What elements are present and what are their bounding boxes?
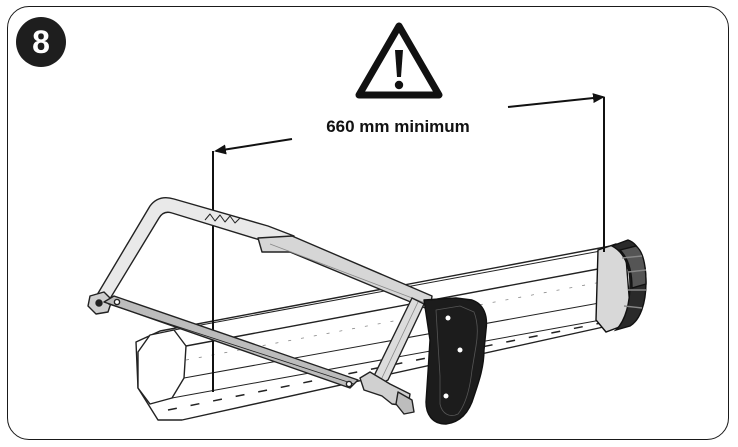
right-dimension-arrow [507,93,605,108]
minimum-length-label: 660 mm minimum [326,117,470,136]
hacksaw-icon [87,197,488,425]
warning-triangle-icon [355,22,443,99]
step-number-badge: 8 [16,17,66,67]
left-dimension-arrow [214,138,293,155]
figure-frame [7,6,729,440]
dimension-arrows [214,93,605,155]
motor-head-icon [595,239,647,333]
reference-lines [212,97,605,392]
roller-tube-icon [135,245,619,421]
